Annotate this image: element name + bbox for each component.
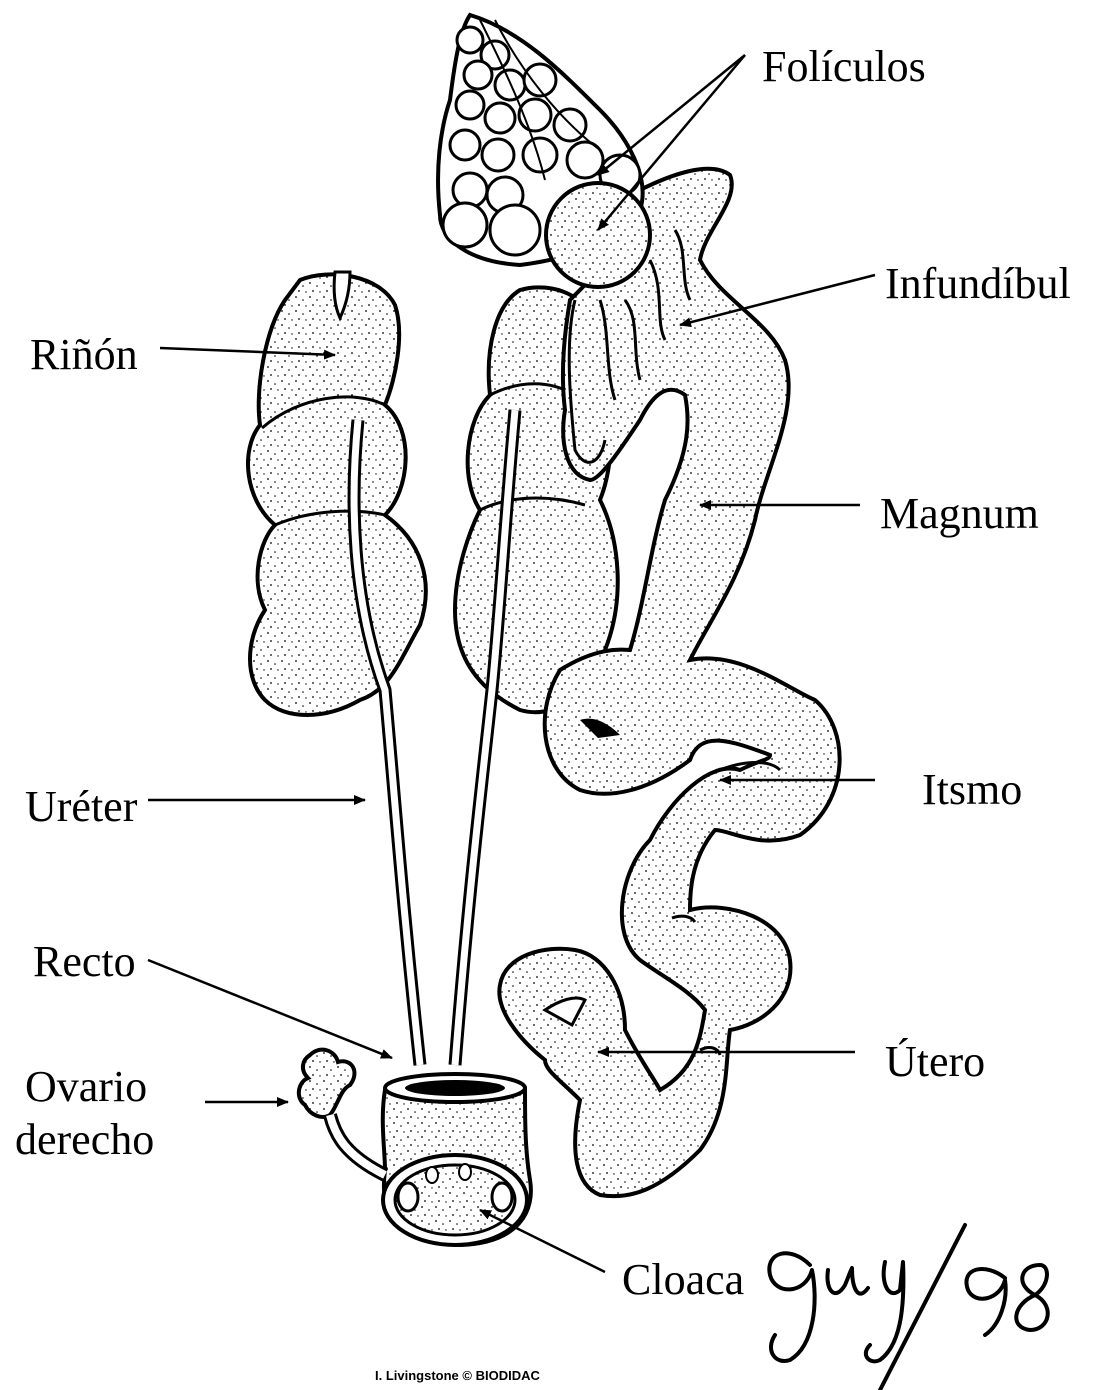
label-ovario: Ovario: [25, 1065, 147, 1109]
right-ovary: [299, 1050, 385, 1175]
label-rinon: Riñón: [30, 333, 138, 377]
label-cloaca: Cloaca: [622, 1258, 744, 1302]
leader-cloaca: [480, 1210, 605, 1272]
leader-foliculos-a: [598, 55, 745, 175]
label-infundibulo: Infundíbul: [885, 262, 1071, 306]
label-itsmo: Itsmo: [922, 768, 1022, 812]
label-derecho: derecho: [15, 1118, 154, 1162]
signature-mark: [769, 1225, 1047, 1390]
label-foliculos: Folículos: [762, 45, 926, 89]
credit-line: I. Livingstone © BIODIDAC: [375, 1368, 540, 1383]
label-utero: Útero: [885, 1040, 985, 1084]
leader-recto: [148, 960, 392, 1058]
label-ureter: Uréter: [25, 785, 137, 829]
ovary-follicles: [438, 15, 650, 287]
label-recto: Recto: [33, 940, 136, 984]
cloaca: [383, 1074, 531, 1245]
label-magnum: Magnum: [880, 492, 1039, 536]
left-kidney: [248, 272, 426, 715]
